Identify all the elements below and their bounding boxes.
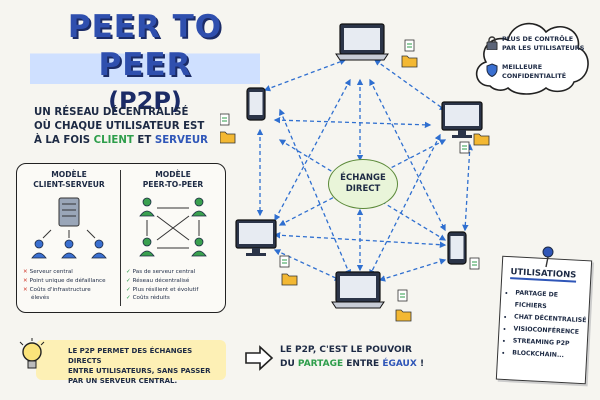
monitor-icon xyxy=(441,101,483,138)
file-icon xyxy=(397,289,408,302)
comparison-box: MODÈLE CLIENT-SERVEUR MODÈLE PEER-TO-PEE… xyxy=(16,163,226,313)
server-label: SERVEUR xyxy=(154,135,208,146)
sharing-word: PARTAGE xyxy=(297,359,344,369)
smartphone-icon xyxy=(246,87,266,121)
final-statement: LE P2P, C'EST LE POUVOIR DU PARTAGE ENTR… xyxy=(280,345,425,369)
list-item: ✕ Coûts d'infrastructure xyxy=(23,286,91,293)
list-item: ✓ Coûts réduits xyxy=(126,295,170,302)
list-item: ✓ Plus résilient et évolutif xyxy=(126,286,199,293)
monitor-icon xyxy=(235,219,277,256)
comparison-divider xyxy=(120,170,121,306)
client-server-heading: MODÈLE CLIENT-SERVEUR xyxy=(33,170,105,189)
list-item: Blockchain... xyxy=(512,347,587,363)
client-server-list: ✕ Serveur central ✕ Point unique de défa… xyxy=(23,268,106,303)
intro-line1: UN RÉSEAU DÉCENTRALISÉ xyxy=(34,107,189,118)
folder-icon xyxy=(401,55,418,68)
intro-line3: À LA FOIS CLIENT ET SERVEUR xyxy=(34,135,208,146)
folder-icon xyxy=(473,133,490,146)
pushpin-icon xyxy=(542,246,554,268)
arrow-right-icon xyxy=(245,345,274,371)
benefit-privacy: MEILLEURE CONFIDENTIALITÉ xyxy=(502,63,567,80)
peer-to-peer-list: ✓ Pas de serveur central ✓ Réseau décent… xyxy=(126,268,198,303)
smartphone-icon xyxy=(447,231,467,265)
shield-icon xyxy=(486,63,498,77)
file-icon xyxy=(404,39,415,52)
benefits-cloud xyxy=(475,22,589,95)
file-icon xyxy=(279,255,290,268)
lightbulb-icon xyxy=(19,338,45,369)
intro-line2: OÙ CHAQUE UTILISATEUR EST xyxy=(34,121,205,132)
equals-word: ÉGAUX xyxy=(382,359,417,369)
direct-exchange-badge: ÉCHANGE DIRECT xyxy=(328,159,398,209)
usage-note: UTILISATIONS Partage de fichiers Chat dé… xyxy=(495,255,593,385)
benefit-control: PLUS DE CONTRÔLE PAR LES UTILISATEURS xyxy=(502,35,585,52)
laptop-icon xyxy=(331,271,385,309)
list-item: ✓ Pas de serveur central xyxy=(126,269,196,275)
connection-lines xyxy=(256,58,473,282)
folder-icon xyxy=(281,273,298,286)
intro-text: UN RÉSEAU DÉCENTRALISÉ OÙ CHAQUE UTILISA… xyxy=(34,106,254,148)
page-title: PEER TO PEER (P2P) xyxy=(30,8,260,116)
peer-to-peer-illustration xyxy=(139,197,207,257)
file-icon xyxy=(220,113,230,126)
file-icon xyxy=(469,257,480,270)
peer-to-peer-heading: MODÈLE PEER-TO-PEER xyxy=(142,170,204,189)
server-icon xyxy=(58,197,80,227)
p2p-network-diagram xyxy=(220,23,490,322)
file-icon xyxy=(459,141,470,154)
title-line2: (P2P) xyxy=(108,87,182,115)
list-item: élevés xyxy=(31,295,50,302)
folder-icon xyxy=(395,309,412,322)
usage-heading: UTILISATIONS xyxy=(510,267,577,283)
client-label: CLIENT xyxy=(93,135,134,146)
list-item: ✓ Réseau décentralisé xyxy=(126,277,190,284)
usage-list: Partage de fichiers Chat décentralisé Vi… xyxy=(502,287,590,363)
list-item: ✕ Serveur central xyxy=(23,269,73,275)
tip-box: LE P2P PERMET DES ÉCHANGES DIRECTS ENTRE… xyxy=(36,340,226,385)
folder-icon xyxy=(220,131,236,144)
client-server-illustration xyxy=(31,197,107,259)
list-item: ✕ Point unique de défaillance xyxy=(23,277,106,284)
lock-icon xyxy=(486,36,498,50)
title-line1: PEER TO PEER xyxy=(30,8,260,84)
laptop-icon xyxy=(335,23,389,61)
